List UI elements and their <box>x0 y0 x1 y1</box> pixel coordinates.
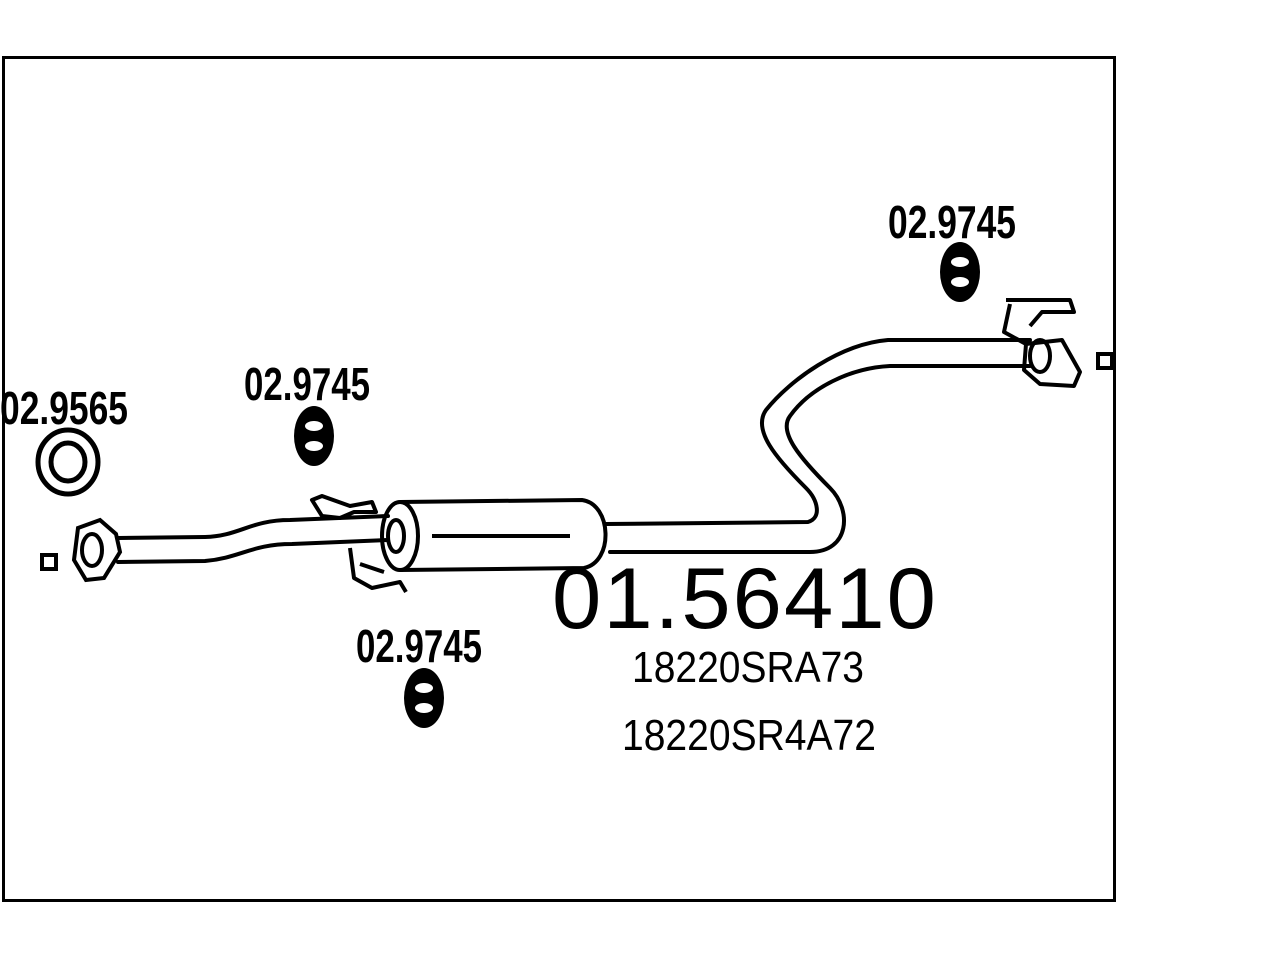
mount-mid-top-part-label: 02.9745 <box>244 358 370 410</box>
rubber-mount-icon-mid-bottom <box>404 668 444 728</box>
front-hanger-bracket <box>310 494 408 594</box>
rubber-mount-icon-rear-top <box>940 242 980 302</box>
oe-number-1: 18220SRA73 <box>632 643 864 692</box>
diagram-frame <box>2 56 1116 902</box>
gasket-part-label: 02.9565 <box>0 382 128 434</box>
rubber-mount-icon-mid-top <box>294 406 334 466</box>
front-flange <box>71 517 123 583</box>
center-muffler <box>380 497 608 572</box>
mount-rear-top-part-label: 02.9745 <box>888 196 1016 248</box>
mount-mid-bottom-part-label: 02.9745 <box>356 620 482 672</box>
main-part-number: 01.56410 <box>552 551 938 647</box>
oe-number-2: 18220SR4A72 <box>622 711 876 760</box>
front-pipe <box>116 514 390 564</box>
outlet-marker <box>1096 352 1114 370</box>
gasket-ring-icon <box>35 427 101 497</box>
tail-pipe <box>604 338 1032 554</box>
inlet-marker <box>40 553 58 571</box>
rear-flange <box>1002 298 1082 388</box>
